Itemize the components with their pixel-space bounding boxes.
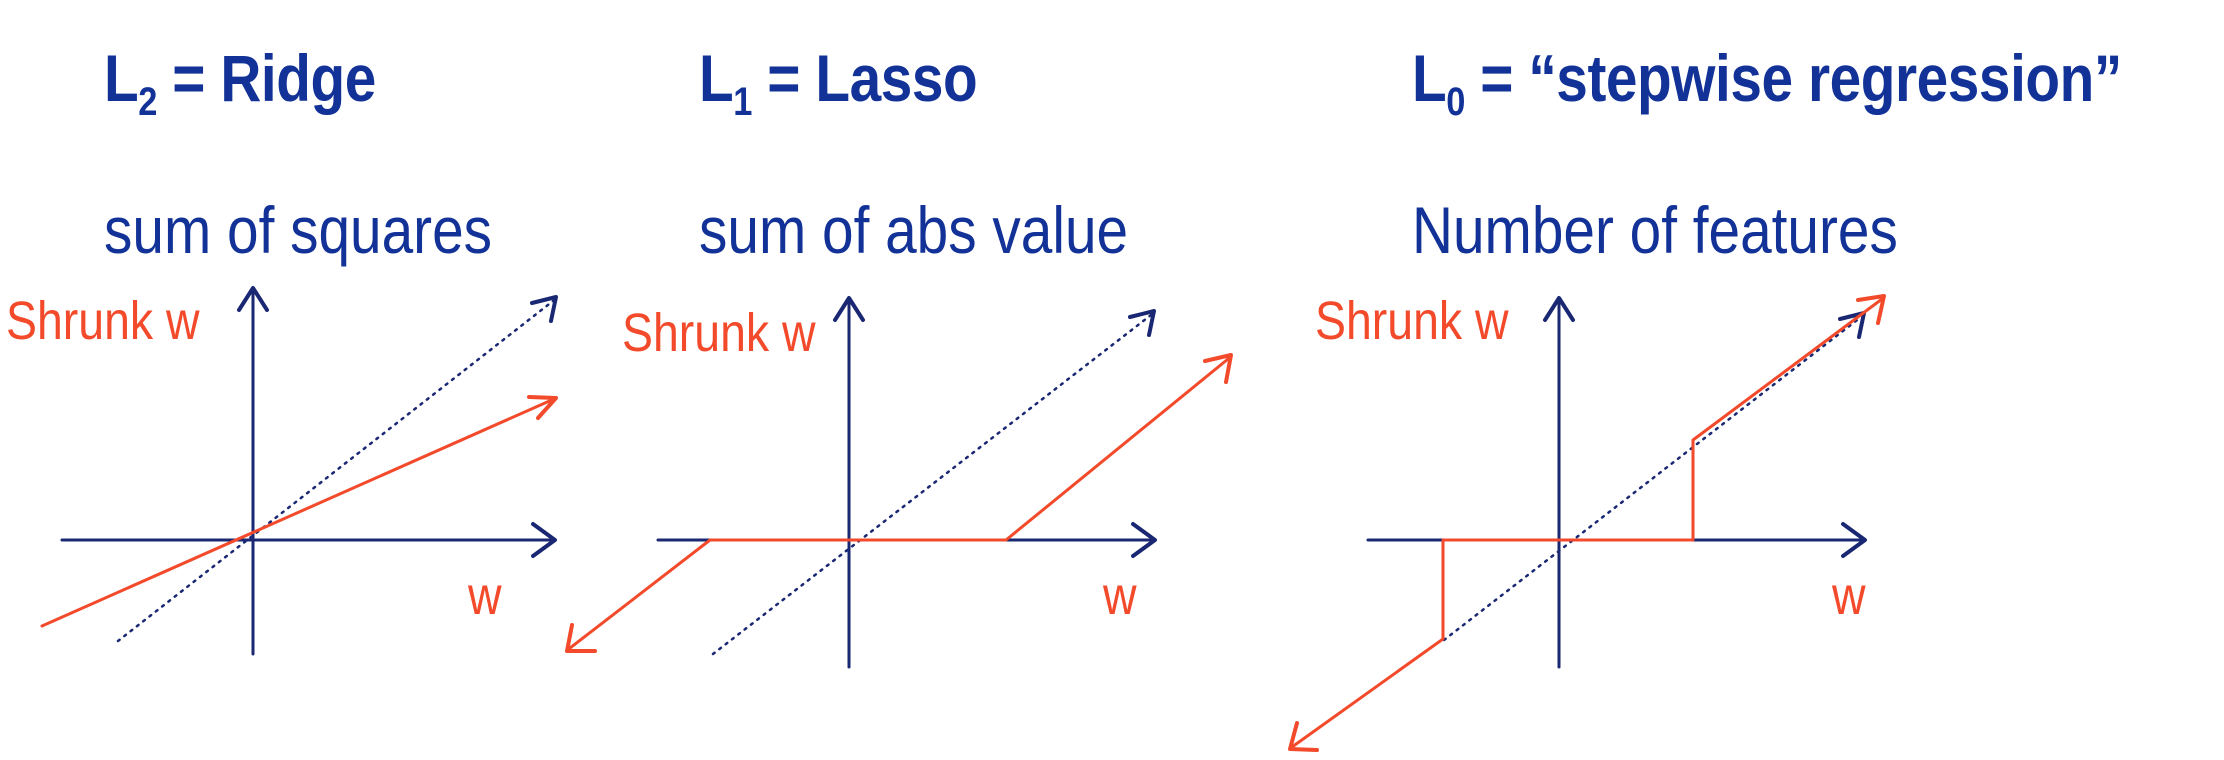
lasso-plot [565, 296, 1233, 669]
ridge-subtitle: sum of squares [104, 193, 493, 267]
stepwise-identity-line [1442, 315, 1863, 642]
lasso-y-axis-label: Shrunk w [622, 303, 816, 363]
lasso-identity-arrowhead [1128, 309, 1156, 337]
lasso-x-axis-arrowhead [1131, 522, 1157, 558]
lasso-x-axis-label: w [1103, 566, 1137, 626]
ridge-title-subscript: 2 [138, 80, 157, 124]
ridge-panel: L2 = Ridge sum of squares Shrunk w w [0, 0, 700, 760]
lasso-lower-arrowhead [565, 623, 597, 653]
ridge-title-rest: = Ridge [156, 41, 376, 115]
ridge-y-axis-label: Shrunk w [6, 291, 200, 351]
ridge-title: L2 = Ridge [104, 40, 376, 122]
ridge-plot [40, 286, 558, 656]
lasso-title-subscript: 1 [733, 80, 752, 124]
lasso-identity-line [711, 313, 1153, 656]
stepwise-hard-threshold-line [1290, 297, 1884, 749]
lasso-panel: L1 = Lasso sum of abs value Shrunk w w [565, 0, 1300, 760]
stepwise-x-axis-label: w [1832, 566, 1866, 626]
stepwise-lower-arrowhead [1288, 721, 1319, 752]
lasso-title-main: L [699, 41, 734, 115]
stepwise-title-subscript: 0 [1446, 80, 1465, 124]
ridge-x-axis-arrowhead [531, 522, 557, 558]
stepwise-panel: L0 = “stepwise regression” Number of fea… [1288, 0, 2224, 760]
stepwise-title-main: L [1412, 41, 1447, 115]
ridge-x-axis-label: w [468, 566, 502, 626]
stepwise-upper-arrowhead [1856, 294, 1886, 325]
stepwise-plot [1288, 294, 1886, 752]
stepwise-y-axis-arrowhead [1543, 296, 1575, 322]
stepwise-title-rest: = “stepwise regression” [1464, 41, 2122, 115]
ridge-shrink-arrowhead [527, 395, 558, 420]
ridge-identity-line [116, 299, 555, 643]
lasso-soft-threshold-line [568, 357, 1230, 650]
stepwise-y-axis-label: Shrunk w [1315, 291, 1509, 351]
stepwise-subtitle: Number of features [1412, 193, 1898, 267]
lasso-title-rest: = Lasso [751, 41, 978, 115]
stepwise-title: L0 = “stepwise regression” [1412, 40, 2122, 122]
lasso-y-axis-arrowhead [833, 296, 865, 322]
lasso-subtitle: sum of abs value [699, 193, 1129, 267]
ridge-title-main: L [104, 41, 139, 115]
lasso-title: L1 = Lasso [699, 40, 978, 122]
ridge-y-axis-arrowhead [237, 286, 269, 312]
ridge-shrink-line [40, 397, 556, 628]
stepwise-x-axis-arrowhead [1841, 522, 1867, 558]
lasso-upper-arrowhead [1203, 353, 1233, 384]
ridge-identity-arrowhead [530, 295, 558, 323]
